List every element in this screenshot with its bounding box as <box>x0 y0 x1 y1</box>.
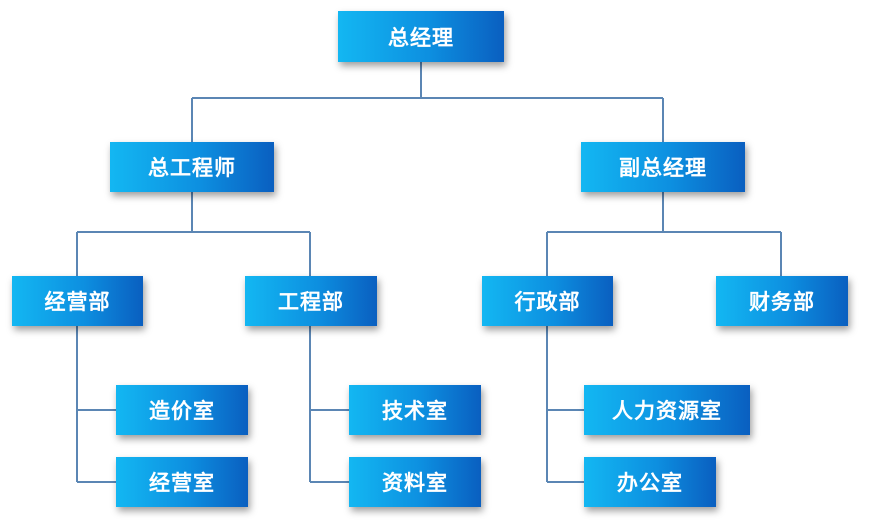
node-general-office: 办公室 <box>584 457 716 507</box>
node-technical-office: 技术室 <box>349 385 481 435</box>
node-business-dept: 经营部 <box>12 276 143 326</box>
node-deputy-general-manager: 副总经理 <box>581 142 745 192</box>
node-general-manager: 总经理 <box>338 11 504 62</box>
node-hr-office: 人力资源室 <box>584 385 750 435</box>
node-chief-engineer: 总工程师 <box>110 142 274 192</box>
node-admin-dept: 行政部 <box>482 276 613 326</box>
node-engineering-dept: 工程部 <box>245 276 377 326</box>
node-business-office: 经营室 <box>116 457 248 507</box>
node-records-office: 资料室 <box>349 457 481 507</box>
node-costing-office: 造价室 <box>116 385 248 435</box>
node-finance-dept: 财务部 <box>716 276 848 326</box>
